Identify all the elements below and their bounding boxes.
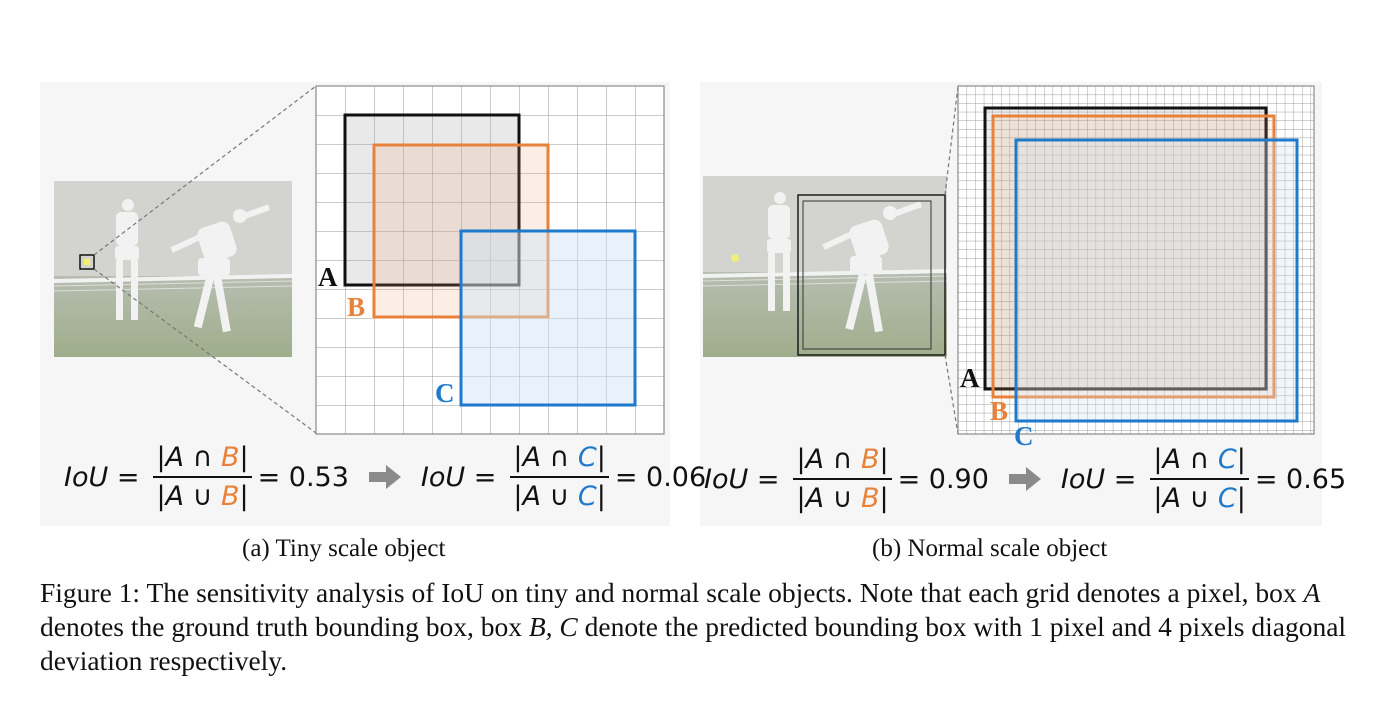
denominator-prefix: |A ∪ bbox=[156, 481, 221, 512]
label-b: B bbox=[347, 292, 365, 322]
denominator-var-b2: C bbox=[1217, 483, 1237, 514]
label-c: C bbox=[435, 378, 455, 408]
iou-fraction-2: |A ∩ C| |A ∪ C| bbox=[510, 442, 609, 512]
numerator-prefix: |A ∩ bbox=[156, 442, 221, 473]
iou-result-b: = 0.90 bbox=[897, 463, 989, 495]
denominator-prefix-b: |A ∪ bbox=[796, 483, 861, 514]
panel-a-figure: A B C bbox=[53, 85, 665, 435]
iou-lhs: IoU = bbox=[64, 461, 140, 493]
subcaption-a: (a) Tiny scale object bbox=[242, 535, 446, 562]
caption-var-a: A bbox=[1303, 577, 1321, 608]
box-c-b bbox=[1014, 138, 1299, 423]
subcaption-b: (b) Normal scale object bbox=[872, 535, 1108, 562]
iou-fraction-b: |A ∩ B| |A ∪ B| bbox=[793, 444, 892, 514]
label-c-b: C bbox=[1014, 421, 1034, 451]
numerator-suffix-b2: | bbox=[1236, 444, 1246, 475]
caption-part-1: Figure 1: The sensitivity analysis of Io… bbox=[40, 577, 1304, 608]
caption-var-bc: B, C bbox=[528, 611, 578, 642]
label-b-b: B bbox=[990, 396, 1008, 426]
numerator-var-b2: C bbox=[1217, 444, 1237, 475]
iou-fraction-b2: |A ∩ C| |A ∪ C| bbox=[1150, 444, 1249, 514]
tennis-photo-thumbnail bbox=[53, 181, 293, 357]
box-b-b bbox=[991, 114, 1276, 399]
denominator-suffix: | bbox=[239, 481, 249, 512]
denominator-suffix-b: | bbox=[879, 483, 889, 514]
denominator-prefix-2: |A ∪ bbox=[513, 481, 578, 512]
zoom-guide-top bbox=[93, 85, 317, 256]
denominator-var: B bbox=[220, 481, 240, 512]
zoom-guide-bottom-b bbox=[944, 354, 959, 435]
arrow-right-icon-b bbox=[1008, 467, 1041, 491]
iou-lhs-b2: IoU = bbox=[1060, 463, 1137, 495]
numerator-prefix-2: |A ∩ bbox=[513, 442, 578, 473]
denominator-suffix-b2: | bbox=[1236, 483, 1246, 514]
zoom-guide-top-b bbox=[944, 85, 959, 196]
numerator-suffix-b: | bbox=[879, 444, 889, 475]
panel-b-figure: A B C bbox=[702, 85, 1315, 451]
numerator-var-b: B bbox=[860, 444, 880, 475]
arrow-right-icon bbox=[368, 465, 401, 489]
denominator-prefix-b2: |A ∪ bbox=[1153, 483, 1218, 514]
tennis-photo-thumbnail-b bbox=[702, 176, 948, 357]
iou-result-2: = 0.06 bbox=[614, 461, 707, 493]
iou-fraction: |A ∩ B| |A ∪ B| bbox=[153, 442, 252, 512]
label-a-b: A bbox=[960, 363, 980, 393]
numerator-prefix-b2: |A ∩ bbox=[1153, 444, 1218, 475]
numerator-suffix: | bbox=[239, 442, 249, 473]
box-c bbox=[459, 229, 637, 407]
caption-part-2: denotes the ground truth bounding box, b… bbox=[40, 611, 529, 642]
iou-result: = 0.53 bbox=[257, 461, 349, 493]
denominator-var-b: B bbox=[860, 483, 880, 514]
numerator-prefix-b: |A ∩ bbox=[796, 444, 861, 475]
label-a: A bbox=[318, 262, 338, 292]
denominator-suffix-2: | bbox=[596, 481, 606, 512]
caption-part-3: denote the predicted bounding box with 1… bbox=[40, 611, 1347, 676]
numerator-var: B bbox=[220, 442, 240, 473]
numerator-var-2: C bbox=[577, 442, 597, 473]
iou-lhs-b: IoU = bbox=[704, 463, 780, 495]
iou-result-b2: = 0.65 bbox=[1254, 463, 1347, 495]
numerator-suffix-2: | bbox=[596, 442, 606, 473]
denominator-var-2: C bbox=[577, 481, 597, 512]
iou-lhs-2: IoU = bbox=[420, 461, 497, 493]
figure-caption: Figure 1: The sensitivity analysis of Io… bbox=[40, 576, 1370, 678]
box-a-b bbox=[983, 106, 1268, 391]
iou-equation-a1: IoU = |A ∩ B| |A ∪ B| = 0.53 IoU = |A ∩ … bbox=[64, 442, 706, 512]
iou-equation-b1: IoU = |A ∩ B| |A ∪ B| = 0.90 IoU = |A ∩ … bbox=[704, 444, 1346, 514]
